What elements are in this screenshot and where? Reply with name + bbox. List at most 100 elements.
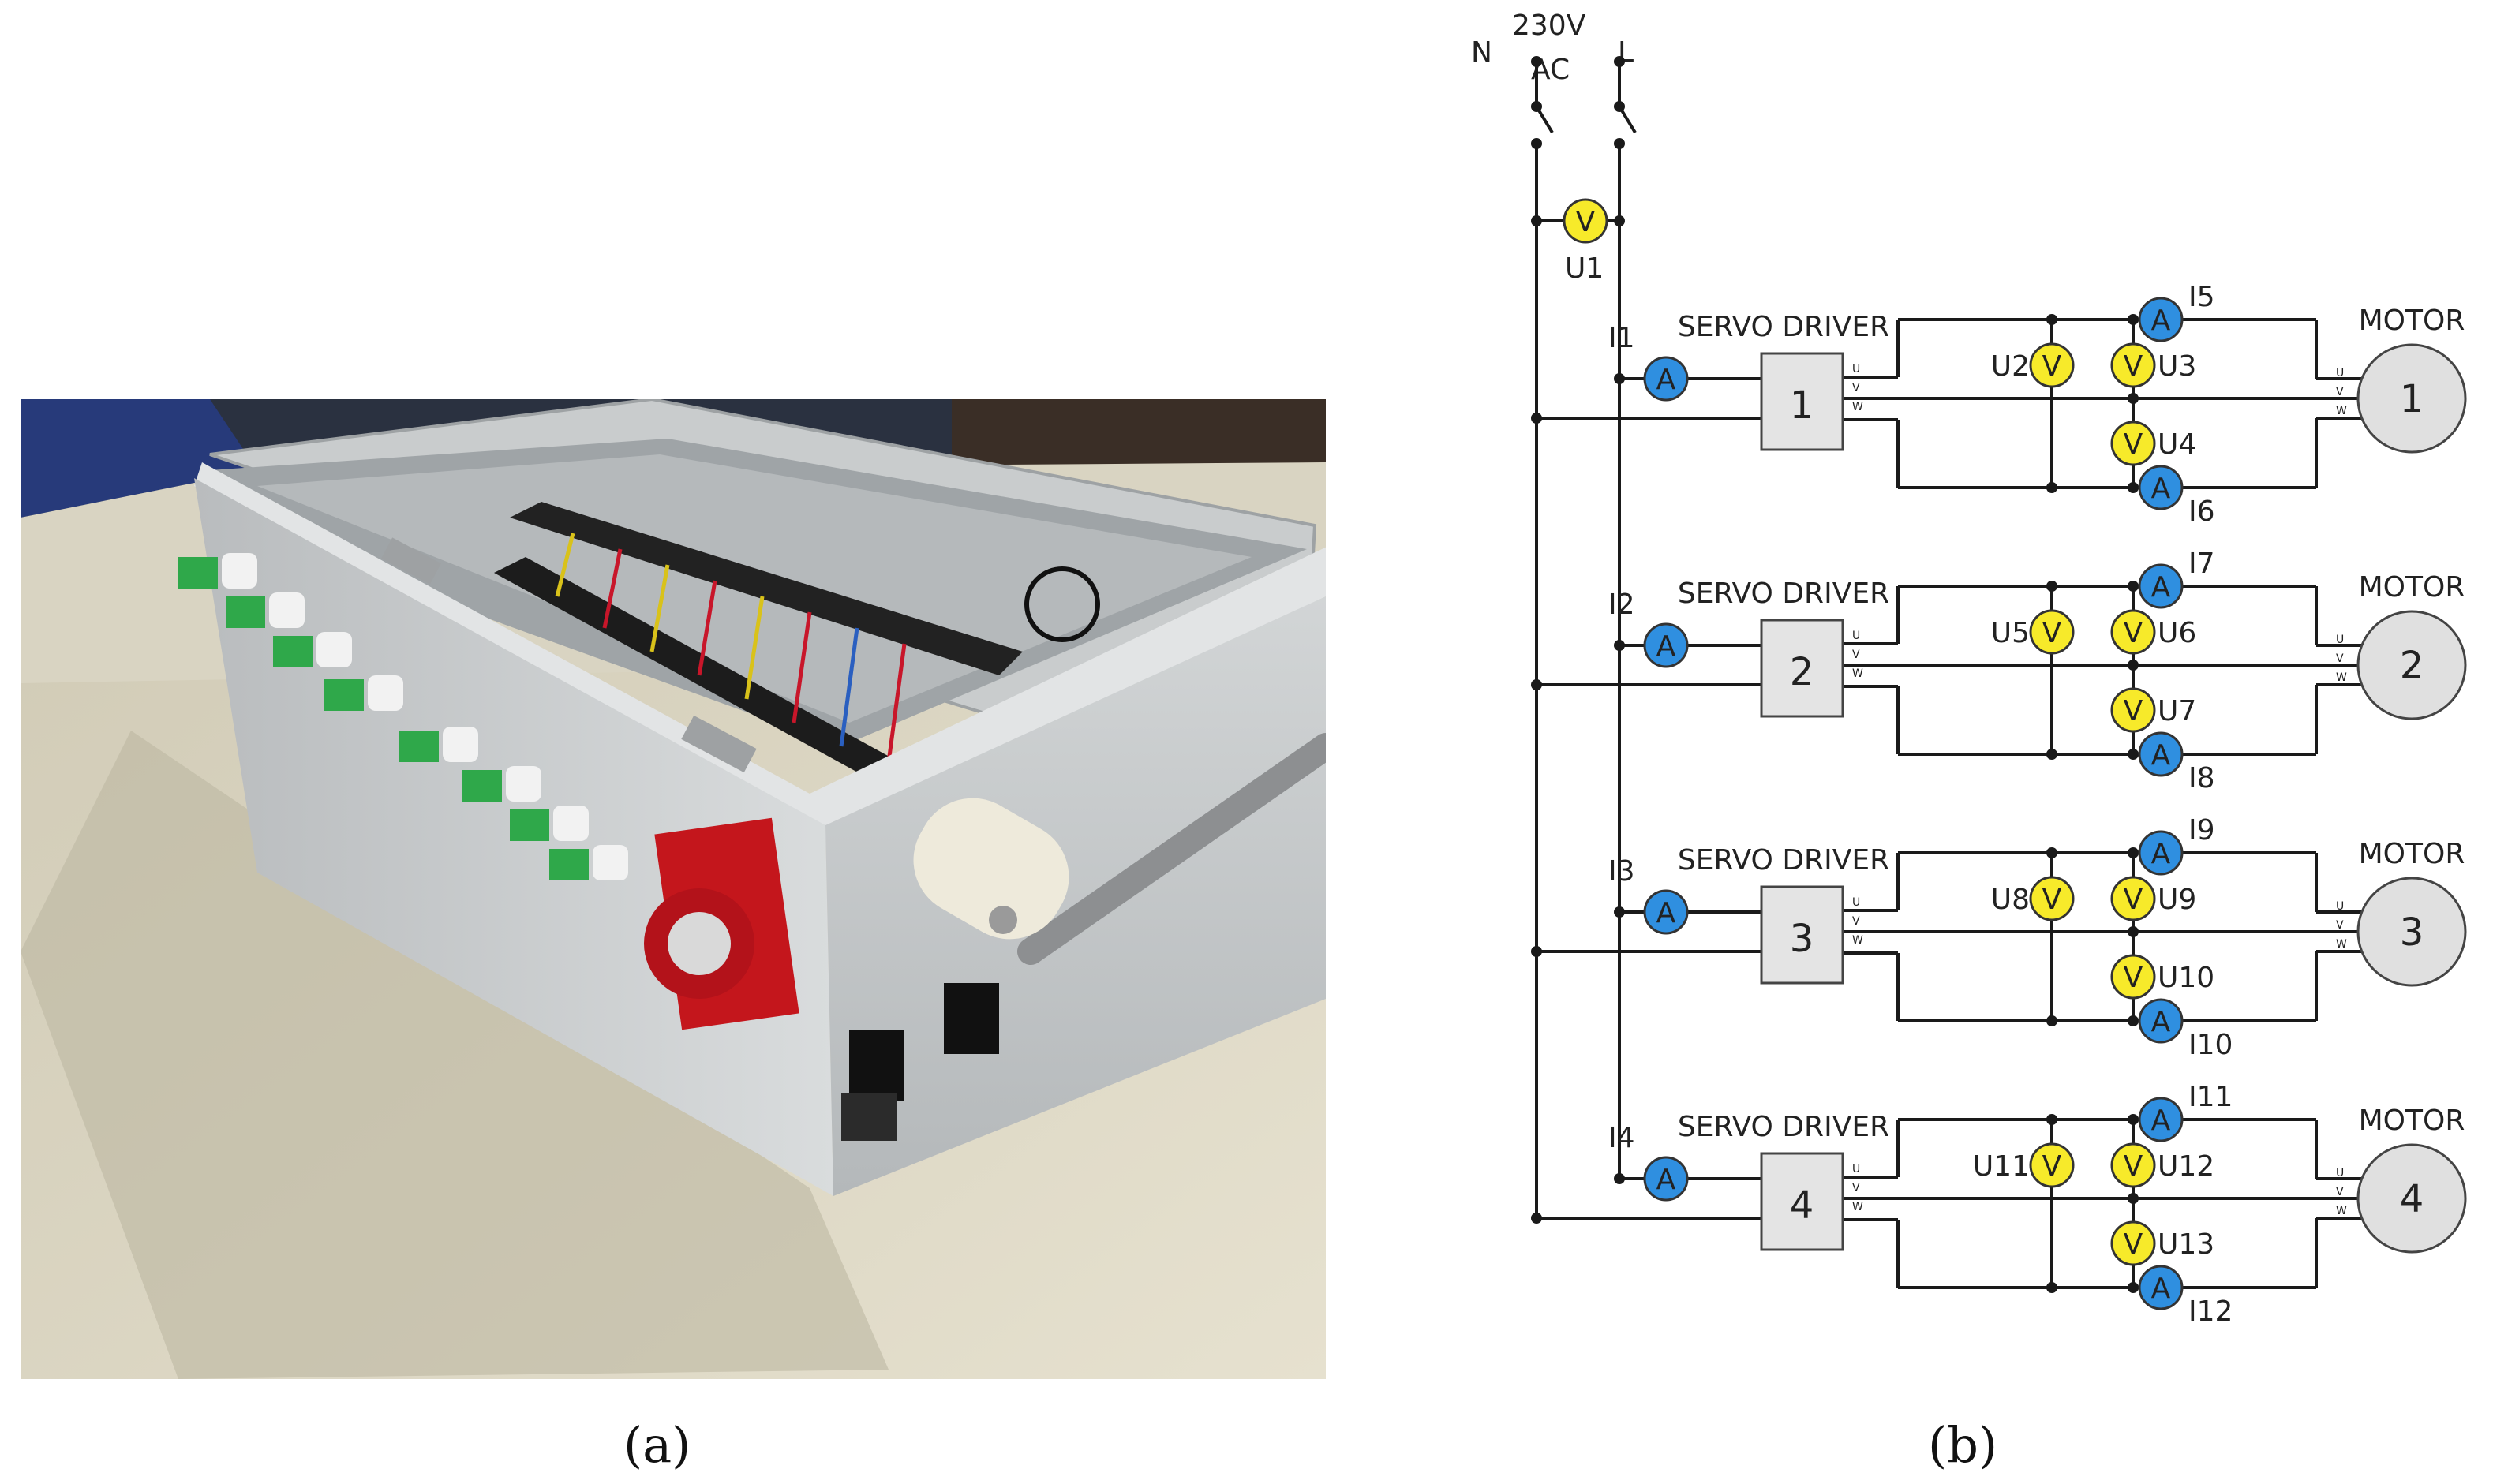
servo-driver-box — [1760, 1152, 1844, 1251]
servo-driver-number: 3 — [1790, 917, 1814, 961]
motor-terminal-v: V — [2336, 919, 2344, 932]
ammeter-input-icon — [1643, 889, 1689, 935]
label-current-w: I12 — [2188, 1295, 2233, 1328]
junction-dot — [2128, 393, 2139, 404]
junction-dot — [1614, 373, 1625, 384]
voltmeter-uv-symbol: V — [2042, 617, 2062, 649]
caption-b: (b) — [1928, 1416, 1998, 1474]
junction-dot — [1614, 906, 1625, 918]
label-230v: 230V — [1512, 9, 1586, 42]
motor-label: MOTOR — [2359, 838, 2465, 870]
junction-dot — [2046, 1114, 2057, 1125]
terminal-v: V — [1852, 382, 1860, 394]
ammeter-input-symbol: A — [1656, 630, 1676, 663]
label-volt-vw: U6 — [2158, 617, 2196, 649]
voltmeter-uv-symbol: V — [2042, 350, 2062, 383]
terminal-w: W — [1852, 1201, 1863, 1213]
junction-dot — [1531, 413, 1542, 424]
caption-a: (a) — [623, 1416, 691, 1474]
servo-driver-number: 4 — [1790, 1183, 1814, 1228]
voltmeter-vw-icon — [2110, 1142, 2156, 1188]
ammeter-w-icon — [2138, 731, 2184, 777]
voltmeter-uv-symbol: V — [2042, 884, 2062, 916]
ammeter-input-icon — [1643, 622, 1689, 668]
junction-dot — [2128, 314, 2139, 325]
motor-label: MOTOR — [2359, 571, 2465, 604]
terminal-w: W — [1852, 934, 1863, 947]
ammeter-w-symbol: A — [2151, 473, 2171, 505]
motor-terminal-v: V — [2336, 1186, 2344, 1198]
ammeter-u-symbol: A — [2151, 838, 2171, 870]
label-input-current: I2 — [1608, 589, 1635, 621]
motor-terminal-u: U — [2336, 367, 2344, 379]
voltmeter-uw-icon — [2110, 954, 2156, 1000]
label-volt-uv: U5 — [1991, 617, 2030, 649]
label-volt-uv: U8 — [1991, 884, 2030, 916]
label-volt-uw: U13 — [2158, 1228, 2214, 1261]
junction-dot — [2128, 1193, 2139, 1204]
ammeter-input-symbol: A — [1656, 897, 1676, 929]
terminal-w: W — [1852, 401, 1863, 413]
label-volt-vw: U9 — [2158, 884, 2196, 916]
motor-terminal-u: U — [2336, 634, 2344, 646]
label-volt-uw: U7 — [2158, 695, 2196, 727]
junction-dot — [2046, 1282, 2057, 1293]
voltmeter-uv-symbol: V — [2042, 1150, 2062, 1183]
junction-dot — [2128, 482, 2139, 493]
junction-dot — [2128, 1015, 2139, 1026]
label-current-w: I6 — [2188, 495, 2215, 528]
servo-driver-box — [1760, 619, 1844, 718]
junction-dot — [2046, 1015, 2057, 1026]
voltmeter-uv-icon — [2029, 876, 2075, 921]
junction-dot — [2128, 1282, 2139, 1293]
ammeter-u-icon — [2138, 563, 2184, 609]
channel-wires — [1537, 1118, 2361, 1289]
motor-terminal-u: U — [2336, 900, 2344, 913]
label-volt-uv: U11 — [1973, 1150, 2030, 1183]
motor-number: 4 — [2400, 1177, 2424, 1221]
ammeter-w-icon — [2138, 465, 2184, 510]
servo-driver-label: SERVO DRIVER — [1678, 1111, 1889, 1143]
terminal-w: W — [1852, 667, 1863, 680]
motor-icon — [2356, 343, 2467, 454]
label-volt-uw: U4 — [2158, 428, 2196, 461]
terminal-u: U — [1852, 630, 1860, 642]
ammeter-input-symbol: A — [1656, 364, 1676, 396]
terminal-u: U — [1852, 1163, 1860, 1176]
ammeter-u-symbol: A — [2151, 571, 2171, 604]
voltmeter-uw-symbol: V — [2124, 962, 2143, 994]
voltmeter-u1-symbol: V — [1576, 206, 1596, 238]
channel-wires — [1537, 585, 2361, 756]
ammeter-u-icon — [2138, 830, 2184, 876]
motor-terminal-w: W — [2336, 405, 2347, 417]
ammeter-w-icon — [2138, 1265, 2184, 1310]
voltmeter-vw-symbol: V — [2124, 617, 2143, 649]
junction-dot — [2128, 660, 2139, 671]
label-current-u: I11 — [2188, 1081, 2233, 1113]
ammeter-w-symbol: A — [2151, 1273, 2171, 1305]
terminal-v: V — [1852, 649, 1860, 661]
label-input-current: I3 — [1608, 855, 1635, 888]
motor-terminal-v: V — [2336, 652, 2344, 665]
label-current-u: I9 — [2188, 814, 2215, 847]
voltmeter-uw-icon — [2110, 687, 2156, 733]
servo-driver-label: SERVO DRIVER — [1678, 578, 1889, 610]
voltmeter-uw-icon — [2110, 1220, 2156, 1266]
voltmeter-uw-symbol: V — [2124, 428, 2143, 461]
terminal-v: V — [1852, 915, 1860, 928]
label-current-u: I5 — [2188, 281, 2215, 313]
channel-wires — [1537, 318, 2361, 489]
terminal-u: U — [1852, 896, 1860, 909]
voltmeter-uv-icon — [2029, 342, 2075, 388]
motor-label: MOTOR — [2359, 305, 2465, 337]
electrical-test-box-photo-icon — [21, 397, 1339, 1379]
junction-dot — [2128, 1114, 2139, 1125]
motor-label: MOTOR — [2359, 1105, 2465, 1137]
motor-terminal-u: U — [2336, 1167, 2344, 1179]
label-current-w: I8 — [2188, 762, 2215, 794]
label-volt-vw: U3 — [2158, 350, 2196, 383]
